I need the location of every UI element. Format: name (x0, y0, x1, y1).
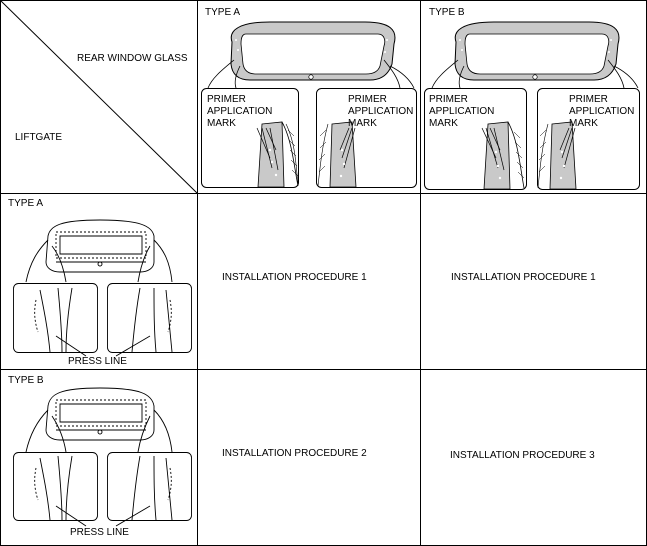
callout-line: APPLICATION (348, 106, 414, 117)
callout-line: PRIMER (569, 94, 608, 105)
procedure-cell-a-a: INSTALLATION PROCEDURE 1 (222, 272, 367, 283)
procedure-cell-a-b: INSTALLATION PROCEDURE 1 (451, 272, 596, 283)
primer-mark-label-a-right: PRIMER APPLICATION MARK (348, 94, 413, 130)
callout-line: PRIMER (207, 94, 246, 105)
callout-line: PRIMER (429, 94, 468, 105)
press-line-label-b: PRESS LINE (70, 527, 129, 538)
callout-line: MARK (348, 118, 377, 129)
header-diagonal (0, 0, 198, 194)
glass-type-a-illustration (201, 21, 417, 188)
liftgate-type-b-illustration (13, 387, 192, 527)
row-type-a-label: TYPE A (8, 198, 44, 209)
primer-mark-label-b-left: PRIMER APPLICATION MARK (429, 94, 494, 130)
column-type-b-label: TYPE B (429, 7, 465, 18)
procedure-cell-b-a: INSTALLATION PROCEDURE 2 (222, 448, 367, 459)
primer-mark-label-a-left: PRIMER APPLICATION MARK (207, 94, 272, 130)
callout-line: PRIMER (348, 94, 387, 105)
primer-mark-label-b-right: PRIMER APPLICATION MARK (569, 94, 634, 130)
callout-line: APPLICATION (569, 106, 635, 117)
callout-line: MARK (429, 118, 458, 129)
callout-line: APPLICATION (429, 106, 495, 117)
column-header-label: REAR WINDOW GLASS (77, 53, 188, 64)
procedure-cell-b-b: INSTALLATION PROCEDURE 3 (450, 450, 595, 461)
callout-line: MARK (569, 118, 598, 129)
callout-line: MARK (207, 118, 236, 129)
liftgate-type-a-illustration (13, 219, 192, 357)
glass-type-b-illustration (424, 21, 640, 190)
row-type-b-label: TYPE B (8, 375, 44, 386)
callout-line: APPLICATION (207, 106, 273, 117)
column-type-a-label: TYPE A (205, 7, 241, 18)
row-header-label: LIFTGATE (15, 132, 63, 143)
press-line-label-a: PRESS LINE (68, 356, 127, 367)
